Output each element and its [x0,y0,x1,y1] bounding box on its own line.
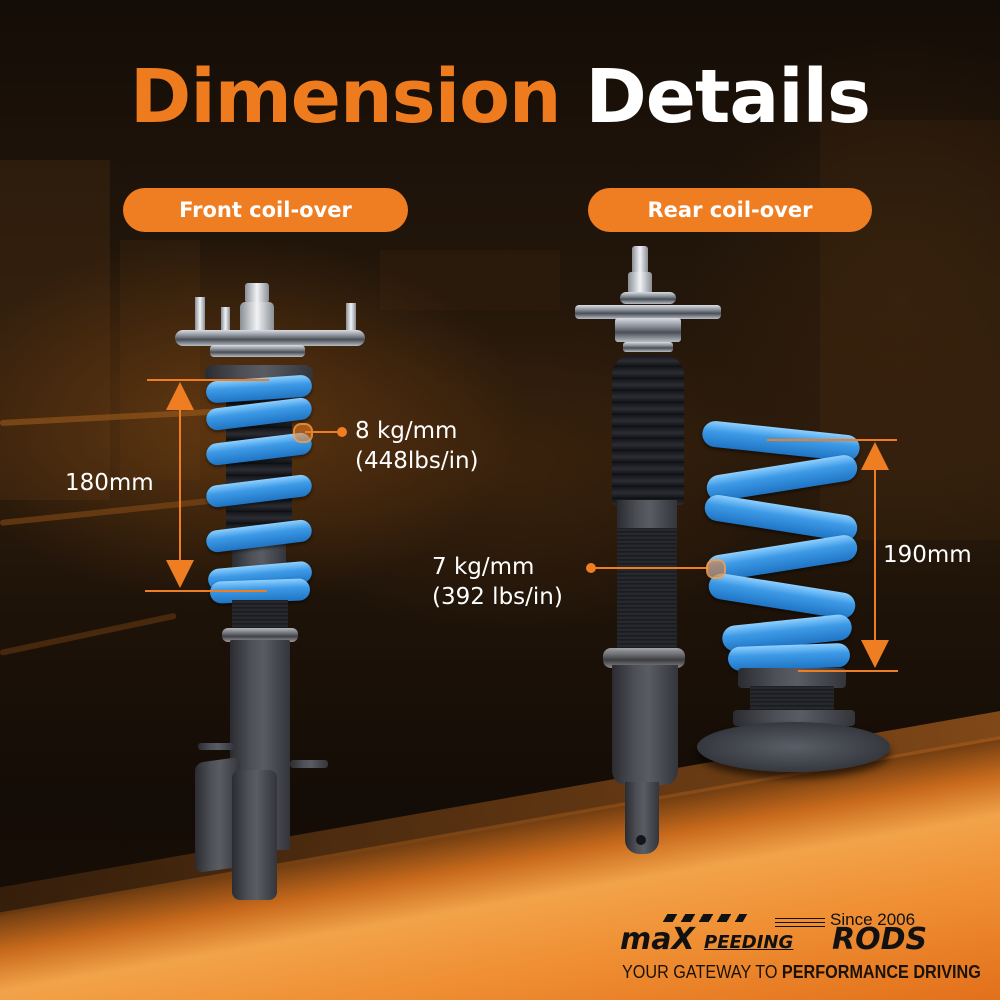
front-spring-rate: 8 kg/mm (448lbs/in) [355,416,479,476]
rear-rate-leader-line [594,567,710,569]
title-word-dimension: Dimension [129,54,562,140]
callout-dot-icon [586,563,596,573]
arrow-down-icon [861,640,889,668]
threaded-body [617,528,677,650]
front-height-label: 180mm [65,470,154,496]
top-mount-plate [575,305,721,319]
brand-since: Since 2006 [830,910,916,929]
top-mount-plate [175,330,365,346]
knuckle-bracket-right [232,770,277,900]
rear-dimension-shaft [874,468,876,642]
adjuster-knob [632,246,648,274]
front-coilover-label: Front coil-over [123,188,408,232]
rear-spring-coil [727,642,851,672]
lower-spring-seat-disc [697,722,890,772]
top-washer [620,292,676,304]
checkered-flag-icon [662,914,748,922]
callout-dot-icon [337,427,347,437]
mount-stud [346,303,356,333]
rear-spring-rate: 7 kg/mm (392 lbs/in) [432,552,563,612]
adjuster-knob [245,283,269,303]
rear-height-label: 190mm [883,542,972,568]
brand-wordmark-right: RODS [832,922,928,957]
front-rate-leader-line [305,431,343,433]
threaded-sleeve [232,600,288,632]
brake-line-tab [290,760,328,768]
rear-spring-coil [706,571,858,621]
rear-bottom-dimension-line [798,670,898,672]
mount-stud [195,297,205,332]
callout-point-icon [293,423,313,443]
arrow-down-icon [166,560,194,588]
brand-wordmark-middle: PEEDING [704,932,794,953]
tagline-bold: PERFORMANCE DRIVING [781,962,981,982]
shock-lower-body [612,665,678,785]
top-mount-ring [623,342,673,352]
sensor-tab [198,743,234,750]
page-title: Dimension Details [0,52,1000,142]
front-top-dimension-line [147,379,269,381]
rear-rate-lbsin: (392 lbs/in) [432,584,563,610]
top-mount-bearing [210,345,305,357]
title-word-details: Details [585,54,871,140]
rear-top-dimension-line [767,439,897,441]
front-dimension-shaft [179,408,181,564]
lock-ring [603,648,685,668]
background-building [380,250,560,310]
dust-boot [612,355,684,505]
brand-logo: Since 2006 maX PEEDING RODS YOUR GATEWAY… [620,908,981,988]
arrow-up-icon [166,382,194,410]
top-nut [628,272,652,294]
light-streak [0,612,177,656]
rear-rate-kgmm: 7 kg/mm [432,554,535,580]
front-bottom-dimension-line [145,590,267,592]
arrow-up-icon [861,442,889,470]
shock-collar [617,500,677,530]
mount-hole [636,835,646,845]
top-nut [240,302,274,332]
rear-coilover-label: Rear coil-over [588,188,872,232]
background-building [120,240,200,480]
mount-stud [221,307,230,333]
brand-wordmark-left: maX [620,922,695,957]
top-mount-bushing [615,318,681,342]
brand-tagline: YOUR GATEWAY TO PERFORMANCE DRIVING [622,962,981,983]
front-rate-kgmm: 8 kg/mm [355,418,458,444]
background-building [0,160,110,500]
front-rate-lbsin: (448lbs/in) [355,448,479,474]
perch-collar [733,710,855,726]
tagline-light: YOUR GATEWAY TO [622,962,782,982]
perch-thread [750,686,834,714]
spring-perch [738,668,846,688]
speed-lines-icon [775,918,825,919]
lock-ring [222,628,298,642]
callout-point-icon [706,559,726,579]
